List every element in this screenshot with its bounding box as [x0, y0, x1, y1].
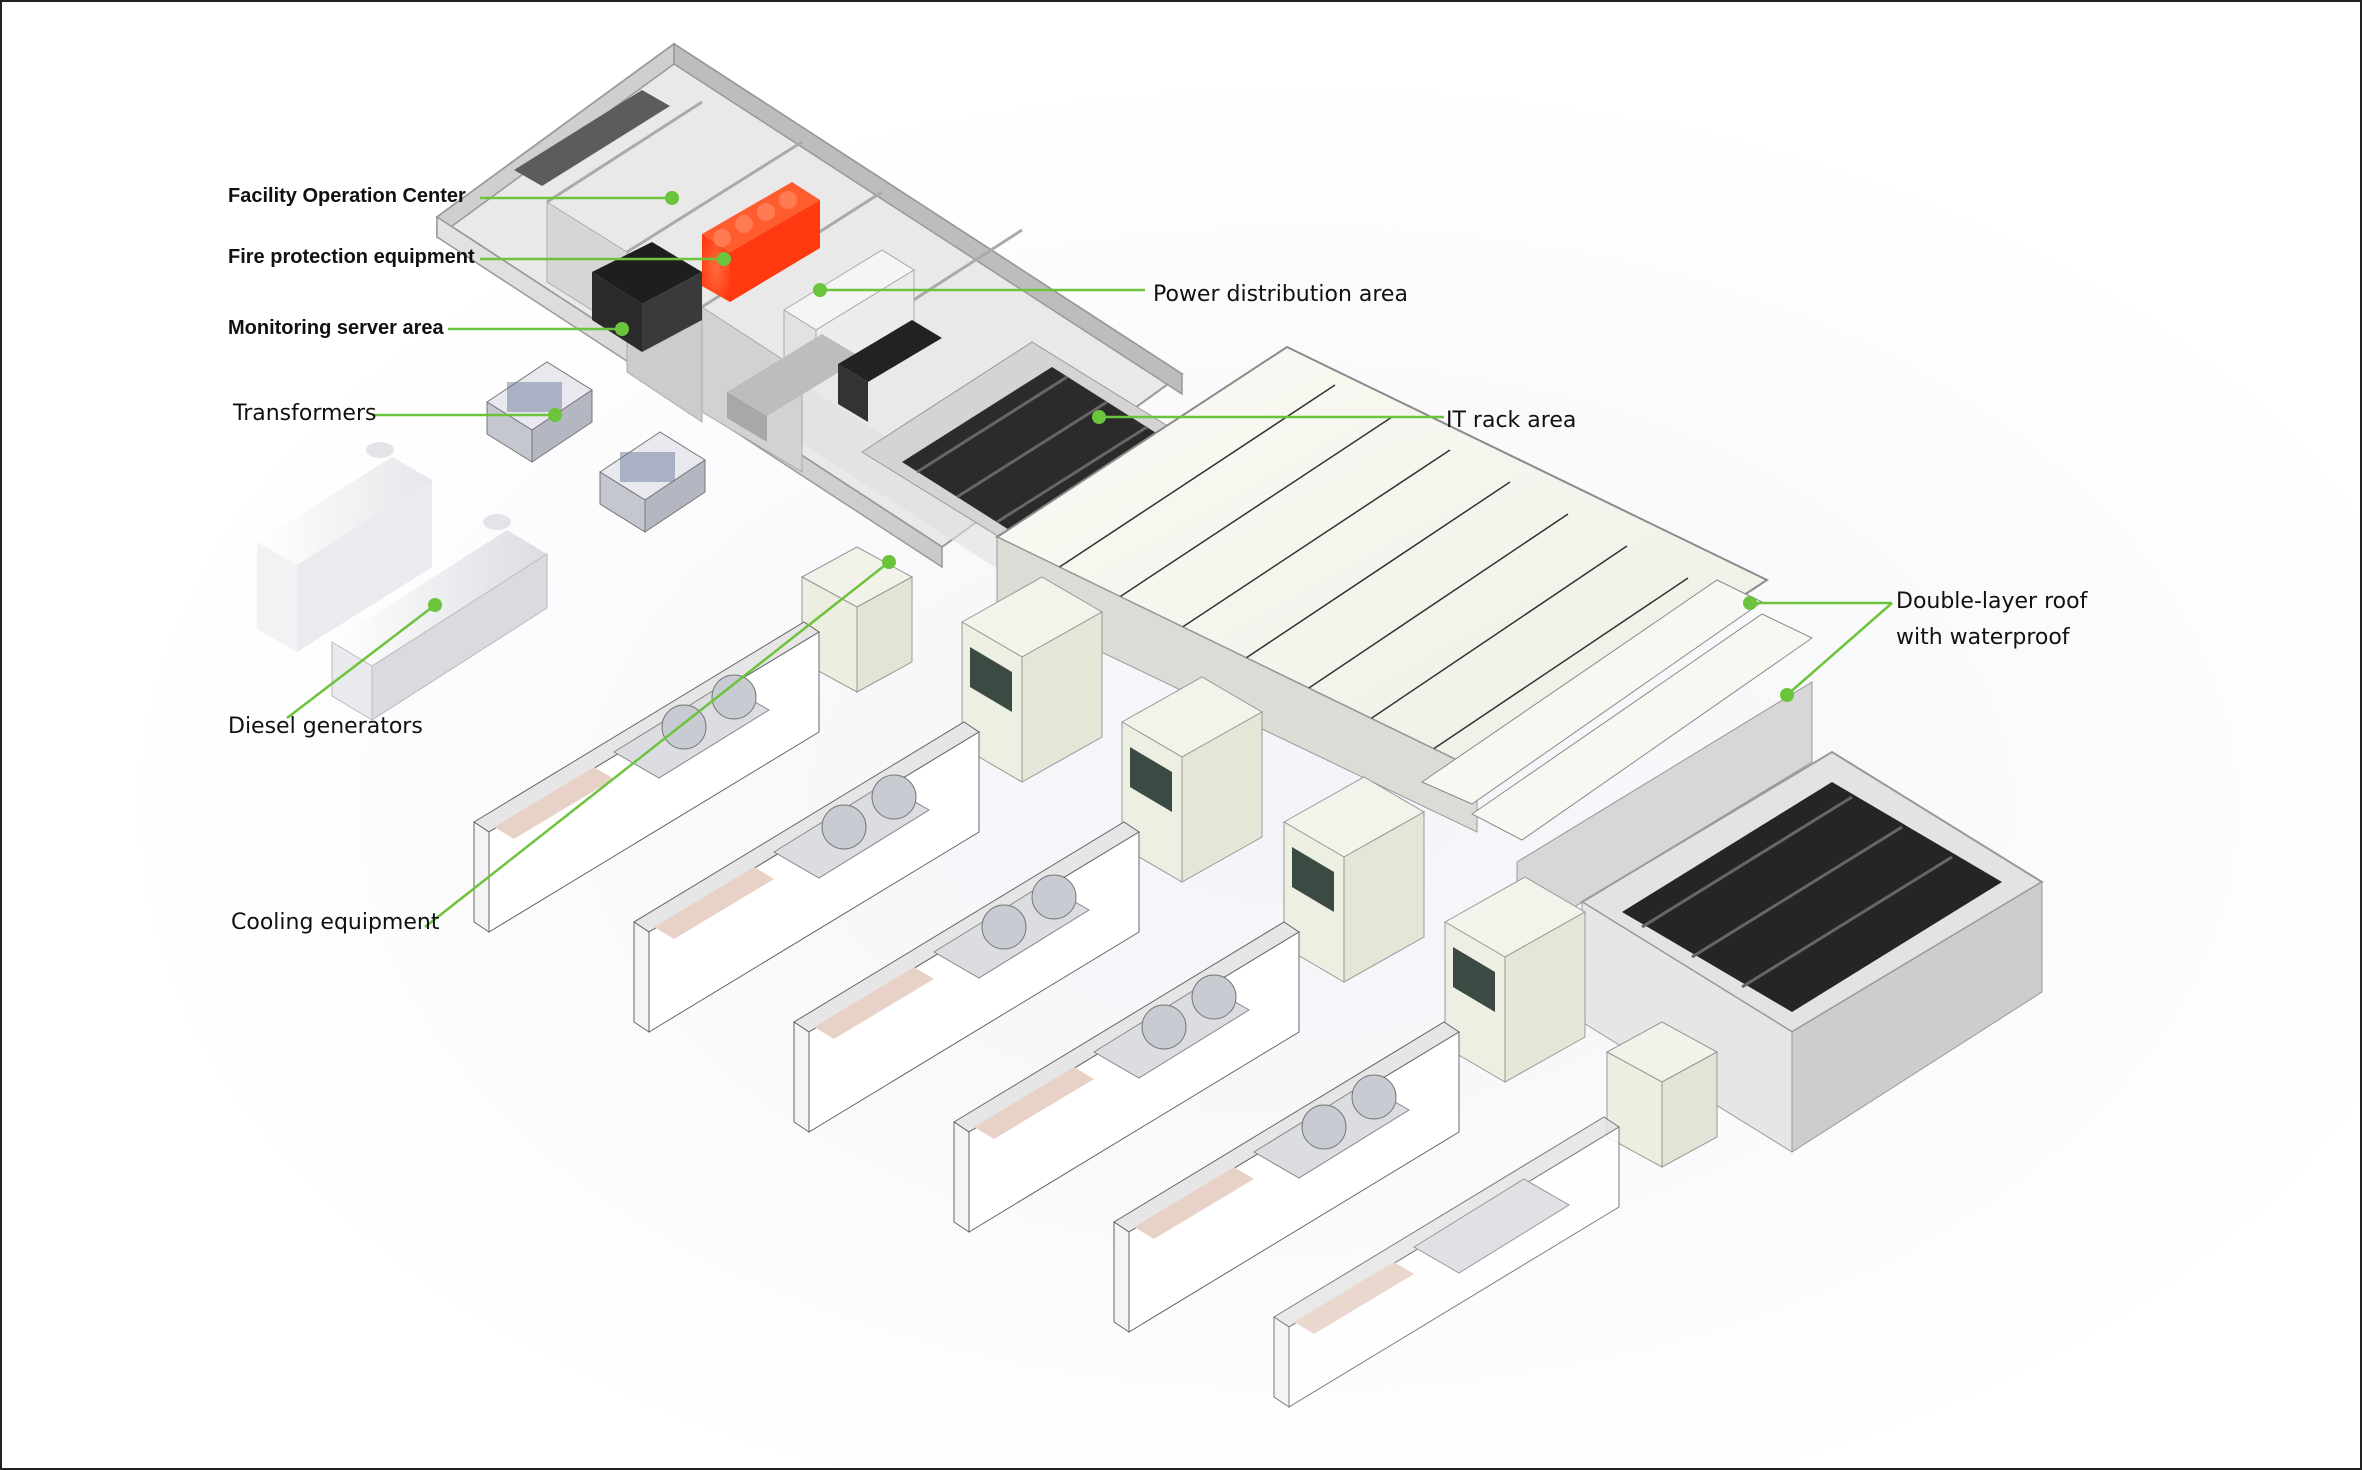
label-it-rack-area: IT rack area [1446, 408, 1577, 433]
label-transformers: Transformers [233, 401, 377, 426]
callout-dot-fire-protection [717, 252, 731, 266]
label-double-layer-roof-line1: Double-layer roof [1896, 589, 2088, 614]
double-layer-roof [994, 345, 1813, 841]
cooling-equipment [473, 621, 1620, 1408]
right-rack-hall [1516, 681, 2044, 1153]
callouts [286, 191, 1893, 928]
label-double-layer-roof-line2: with waterproof [1896, 625, 2070, 650]
callout-dot-diesel-generators [428, 598, 442, 612]
callout-dot-power-distribution [813, 283, 827, 297]
callout-line-double-layer-roof-bottom [1786, 602, 1893, 696]
fire-protection-cylinders [702, 182, 820, 302]
label-diesel-generators: Diesel generators [228, 714, 423, 739]
callout-line-diesel-generators [286, 604, 436, 719]
label-monitoring-server-area: Monitoring server area [228, 317, 444, 339]
label-power-distribution-area: Power distribution area [1153, 282, 1408, 307]
callout-dot-facility-operation-center [665, 191, 679, 205]
callout-dot-double-layer-roof-bottom [1780, 688, 1794, 702]
callout-dot-monitoring-server [615, 322, 629, 336]
callout-line-cooling-equipment [424, 561, 890, 928]
callout-dot-transformers [548, 408, 562, 422]
callout-dot-cooling-equipment [882, 555, 896, 569]
callout-dot-it-rack [1092, 410, 1106, 424]
callout-dot-double-layer-roof-top [1743, 596, 1757, 610]
label-facility-operation-center: Facility Operation Center [228, 185, 466, 207]
label-cooling-equipment: Cooling equipment [231, 910, 440, 935]
diesel-generators [257, 442, 548, 721]
label-double-layer-roof: Double-layer roof with waterproof [1896, 584, 2087, 656]
transformers [486, 361, 706, 533]
label-fire-protection-equipment: Fire protection equipment [228, 246, 475, 268]
